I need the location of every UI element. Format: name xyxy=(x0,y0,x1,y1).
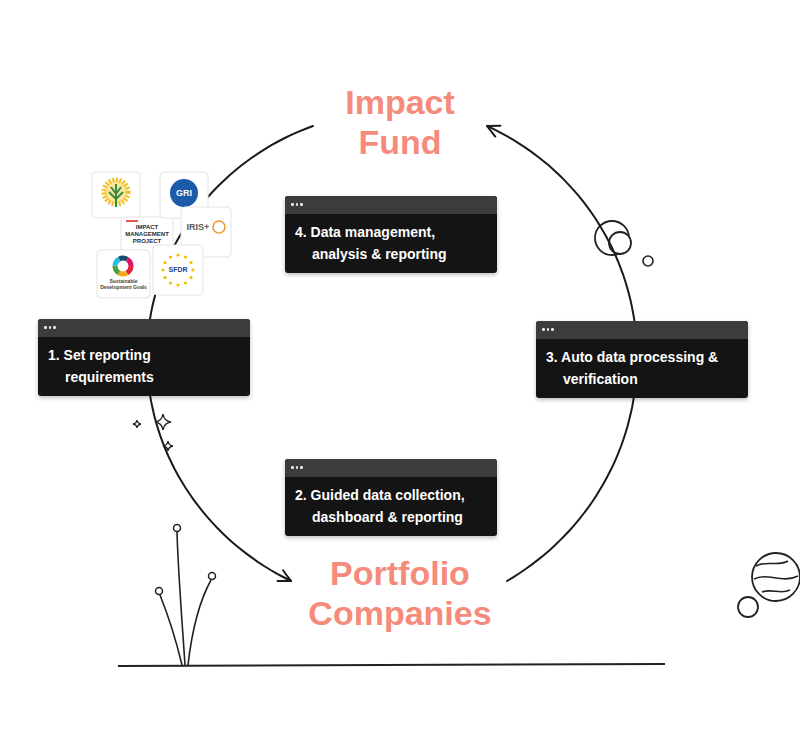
sdg-wheel xyxy=(115,258,131,274)
window-dot xyxy=(300,203,303,206)
planet-swirl xyxy=(762,590,790,592)
eu-star xyxy=(176,253,179,256)
sdg-wheel xyxy=(115,258,131,274)
logo-card xyxy=(92,172,140,218)
window-dot xyxy=(551,328,554,331)
eu-star xyxy=(161,268,164,271)
window-dot xyxy=(53,326,56,329)
node-title: Portfolio Companies xyxy=(295,553,505,633)
window-dot xyxy=(300,466,303,469)
eu-star xyxy=(189,276,192,279)
planet xyxy=(752,553,800,601)
box-text: 3. Auto data processing & verification xyxy=(536,339,748,398)
window-dot xyxy=(49,326,52,329)
window-dot xyxy=(291,466,294,469)
eu-star xyxy=(184,281,187,284)
eu-star xyxy=(163,276,166,279)
eu-star xyxy=(184,255,187,258)
title-node: Impact Fund xyxy=(315,82,485,162)
window-dot xyxy=(542,328,545,331)
plant-bud xyxy=(156,588,163,595)
window-bar xyxy=(38,319,250,337)
box-text: 2. Guided data collection, dashboard & r… xyxy=(285,477,497,536)
eu-star xyxy=(189,261,192,264)
plant-stem xyxy=(160,595,182,665)
logo-text: IRIS+ xyxy=(183,222,213,232)
eu-star xyxy=(176,283,179,286)
process-box: 1. Set reporting requirements xyxy=(38,319,250,396)
moon xyxy=(738,597,758,617)
process-box: 3. Auto data processing & verification xyxy=(536,321,748,398)
logo-card xyxy=(97,250,150,298)
box-text: 1. Set reporting requirements xyxy=(38,337,250,396)
gri-logo xyxy=(170,179,198,207)
sdg-wheel xyxy=(115,258,131,274)
sdg-wheel xyxy=(115,258,131,274)
sdg-wheel xyxy=(115,258,131,274)
eu-stars xyxy=(161,253,194,286)
node-title: Impact Fund xyxy=(315,82,485,162)
window-bar xyxy=(285,196,497,214)
window-dot xyxy=(291,203,294,206)
box-text: 4. Data management, analysis & reporting xyxy=(285,214,497,273)
logo-text: SFDR xyxy=(163,266,193,274)
window-bar xyxy=(536,321,748,339)
planet-swirl xyxy=(754,576,798,579)
eu-star xyxy=(191,268,194,271)
logo-text: GRI xyxy=(170,188,198,198)
plant-stem xyxy=(188,580,211,665)
logo-card xyxy=(153,245,203,295)
ground-line xyxy=(118,664,665,666)
tree-logo xyxy=(109,184,123,207)
logo-text: Sustainable Development Goals xyxy=(99,278,148,290)
iris-logo xyxy=(213,221,225,233)
window-dot xyxy=(296,203,299,206)
eu-star xyxy=(163,261,166,264)
window-bar xyxy=(285,459,497,477)
plant-bud xyxy=(209,573,216,580)
title-node: Portfolio Companies xyxy=(295,553,505,633)
process-box: 4. Data management, analysis & reporting xyxy=(285,196,497,273)
window-dot xyxy=(547,328,550,331)
plant-bud xyxy=(174,525,181,532)
planet-swirl xyxy=(756,561,788,566)
plant-stem xyxy=(177,532,185,665)
bubble xyxy=(643,256,653,266)
process-box: 2. Guided data collection, dashboard & r… xyxy=(285,459,497,536)
logo-text: IMPACT MANAGEMENT PROJECT xyxy=(123,224,171,245)
eu-star xyxy=(169,255,172,258)
sdg-wheel xyxy=(115,258,131,274)
eu-star xyxy=(169,281,172,284)
window-dot xyxy=(44,326,47,329)
sparkle xyxy=(133,420,141,428)
window-dot xyxy=(296,466,299,469)
logo-accent xyxy=(126,220,138,222)
